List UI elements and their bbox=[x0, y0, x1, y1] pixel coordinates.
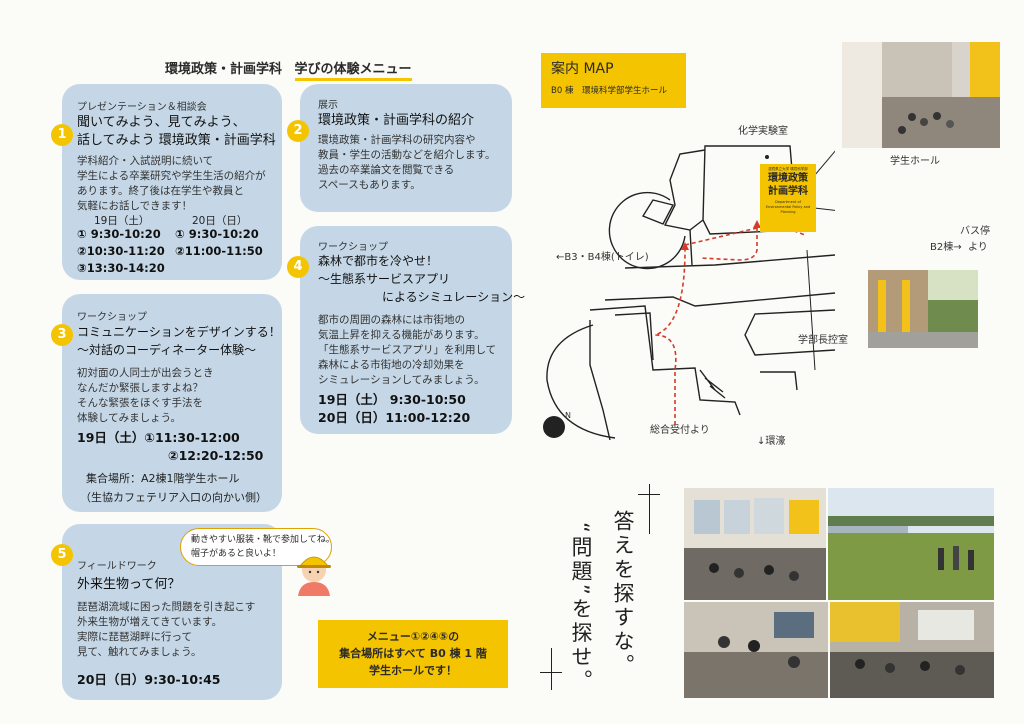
photo-lake-field bbox=[828, 488, 994, 600]
building-exterior-photo bbox=[868, 270, 978, 348]
menu-heading-1: 聞いてみよう、見てみよう、 話してみよう 環境政策・計画学科 bbox=[77, 115, 276, 148]
label-b3-b4: ←B3・B4棟(トイレ) bbox=[556, 252, 649, 263]
page-title: 環境政策・計画学科 学びの体験メニュー bbox=[165, 58, 412, 81]
photo-workshop bbox=[684, 602, 828, 698]
menu-day2-1: 20日（日） bbox=[192, 215, 248, 227]
notice-box: メニュー①②④⑤の 集合場所はすべて B0 棟 1 階 学生ホールです！ bbox=[318, 620, 508, 688]
menu-body-4: 都市の周囲の森林には市街地の 気温上昇を抑える機能があります。 「生態系サービス… bbox=[318, 314, 497, 386]
menu-number-1: 1 bbox=[51, 124, 73, 146]
menu-day1-1: 19日（土） bbox=[94, 215, 150, 227]
label-student-hall: 学生ホール bbox=[890, 156, 940, 167]
menu-card-1 bbox=[62, 84, 282, 280]
map-header: 案内 MAP B0 棟 環境科学部学生ホール bbox=[541, 53, 686, 108]
slogan-cross-top-v bbox=[649, 484, 650, 534]
map-title: 案内 MAP bbox=[551, 61, 614, 77]
menu-time-b-4: 20日（日）11:00-12:20 bbox=[318, 410, 471, 425]
menu-number-5: 5 bbox=[51, 544, 73, 566]
menu-card-3 bbox=[62, 294, 282, 512]
slogan-line2: “問題”を探せ。 bbox=[569, 522, 593, 694]
label-dean-room: 学部長控室 bbox=[798, 335, 848, 346]
slogan-cross-bottom-v bbox=[551, 648, 552, 690]
menu-heading-3: コミュニケーションをデザインする！ 〜対話のコーディネーター体験〜 bbox=[77, 325, 281, 357]
label-bus-from: より bbox=[968, 242, 988, 253]
menu-number-2: 2 bbox=[287, 120, 309, 142]
title-prefix: 環境政策・計画学科 bbox=[165, 62, 283, 77]
title-highlight: 学びの体験メニュー bbox=[294, 62, 412, 81]
north-compass-icon bbox=[543, 416, 565, 438]
menu-time-b-3: ②12:20-12:50 bbox=[168, 448, 264, 463]
menu-time-5: 20日（日）9:30-10:45 bbox=[77, 672, 221, 687]
map-subtitle: B0 棟 環境科学部学生ホール bbox=[551, 86, 667, 96]
student-character-icon bbox=[297, 556, 331, 596]
menu-place-3: 集合場所：A2棟1階学生ホール （生協カフェテリア入口の向かい側） bbox=[80, 472, 267, 504]
b0-building-sign: 滋賀県立大学 環境科学部 環境政策 計画学科 Department of Env… bbox=[760, 164, 816, 232]
menu-heading-2: 環境政策・計画学科の紹介 bbox=[318, 113, 475, 128]
menu-time-a-4: 19日（土） 9:30-10:50 bbox=[318, 392, 466, 407]
label-reception: 総合受付より bbox=[650, 425, 710, 436]
menu-body-2: 環境政策・計画学科の研究内容や 教員・学生の活動などを紹介します。 過去の卒業論… bbox=[318, 134, 496, 191]
menu-category-5: フィールドワーク bbox=[77, 561, 157, 572]
menu-number-3: 3 bbox=[51, 324, 73, 346]
menu-category-3: ワークショップ bbox=[77, 312, 147, 323]
menu-body-3: 初対面の人同士が出会うとき なんだか緊張しますよね？ そんな緊張をほぐす手法を … bbox=[77, 367, 214, 424]
photo-lecture bbox=[830, 602, 994, 698]
campus-map bbox=[546, 145, 835, 440]
menu-time-a-3: 19日（土）①11:30-12:00 bbox=[77, 430, 240, 445]
menu-category-4: ワークショップ bbox=[318, 242, 388, 253]
label-bus-b2: B2棟→ bbox=[930, 242, 962, 253]
label-bus-stop: バス停 bbox=[960, 226, 990, 237]
menu-heading-4: 森林で都市を冷やせ！ 〜生態系サービスアプリ によるシミュレーション〜 bbox=[318, 254, 526, 304]
menu-times1-1: ① 9:30-10:20 ②10:30-11:20 ③13:30-14:20 bbox=[77, 227, 165, 275]
menu-category-1: プレゼンテーション＆相談会 bbox=[77, 102, 207, 113]
student-hall-photo bbox=[842, 42, 1000, 148]
label-moat: ↓環濠 bbox=[757, 436, 786, 447]
menu-number-4: 4 bbox=[287, 256, 309, 278]
menu-times2-1: ① 9:30-10:20 ②11:00-11:50 bbox=[175, 227, 263, 258]
label-chem-lab: 化学実験室 bbox=[738, 126, 788, 137]
menu-card-2 bbox=[300, 84, 512, 212]
slogan-line1: 答えを探すな。 bbox=[611, 510, 635, 678]
menu-heading-5: 外来生物って何？ bbox=[77, 577, 181, 592]
menu-body-5: 琵琶湖流域に困った問題を引き起こす 外来生物が増えてきています。 実際に琵琶湖畔… bbox=[77, 601, 256, 658]
north-label: N bbox=[565, 411, 571, 420]
menu-body-1: 学科紹介・入試説明に続いて 学生による卒業研究や学生生活の紹介が あります。終了… bbox=[77, 155, 266, 212]
menu-card-4 bbox=[300, 226, 512, 434]
photo-presentation bbox=[684, 488, 826, 600]
menu-category-2: 展示 bbox=[318, 100, 338, 111]
